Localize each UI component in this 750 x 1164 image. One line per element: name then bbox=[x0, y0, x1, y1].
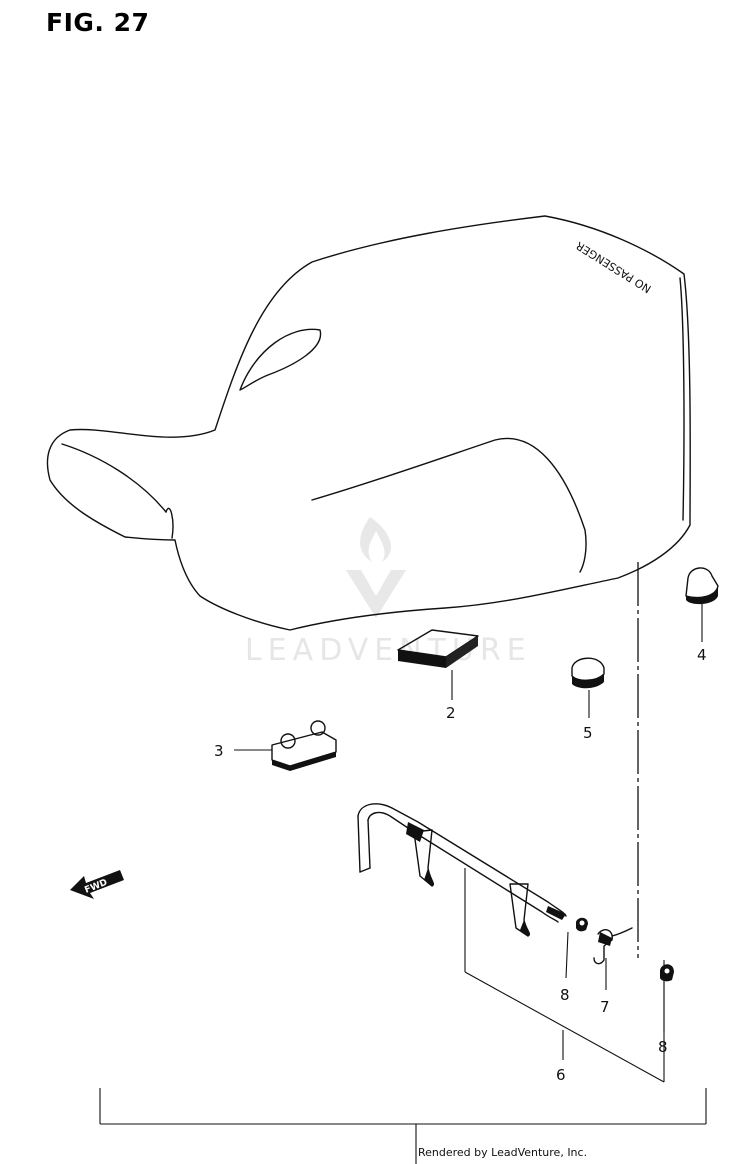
seat-embossed-text: NO PASSENGER bbox=[573, 239, 653, 296]
callout-3: 3 bbox=[214, 742, 224, 760]
seat-front-lip bbox=[165, 507, 174, 539]
seat-side-crease bbox=[311, 437, 587, 573]
v-logo-icon bbox=[346, 570, 406, 618]
callout-7: 7 bbox=[600, 998, 610, 1016]
part-5-cushion bbox=[571, 657, 605, 718]
callout-4: 4 bbox=[697, 646, 707, 664]
footer-credit: Rendered by LeadVenture, Inc. bbox=[418, 1146, 588, 1159]
seat-assembly: NO PASSENGER bbox=[46, 215, 691, 631]
assembly-bracket bbox=[99, 1088, 707, 1164]
seat-outline bbox=[46, 215, 691, 631]
leadventure-watermark: LEADVENTURE bbox=[245, 517, 532, 668]
callout-8-left: 8 bbox=[560, 986, 570, 1004]
part-2-pad bbox=[397, 629, 479, 700]
watermark-text: LEADVENTURE bbox=[245, 633, 532, 668]
part-3-bumper-block bbox=[234, 720, 337, 771]
seat-front-edge bbox=[61, 443, 167, 513]
flame-logo-icon bbox=[360, 517, 392, 562]
seat-cutout bbox=[239, 328, 322, 391]
part-8-nut-right bbox=[660, 964, 674, 1032]
part-8-nut-left bbox=[565, 917, 588, 979]
part-7-clip bbox=[593, 927, 633, 990]
fwd-arrow: FWD bbox=[70, 870, 124, 899]
callout-6: 6 bbox=[556, 1066, 566, 1084]
callout-5: 5 bbox=[583, 724, 593, 742]
seat-rear-edge bbox=[679, 277, 685, 521]
callout-8-right: 8 bbox=[658, 1038, 668, 1056]
part-6-lock-bar bbox=[357, 803, 665, 1083]
callout-2: 2 bbox=[446, 704, 456, 722]
fwd-label: FWD bbox=[83, 878, 109, 896]
part-4-cushion bbox=[685, 567, 719, 642]
figure-title: FIG. 27 bbox=[46, 8, 150, 37]
